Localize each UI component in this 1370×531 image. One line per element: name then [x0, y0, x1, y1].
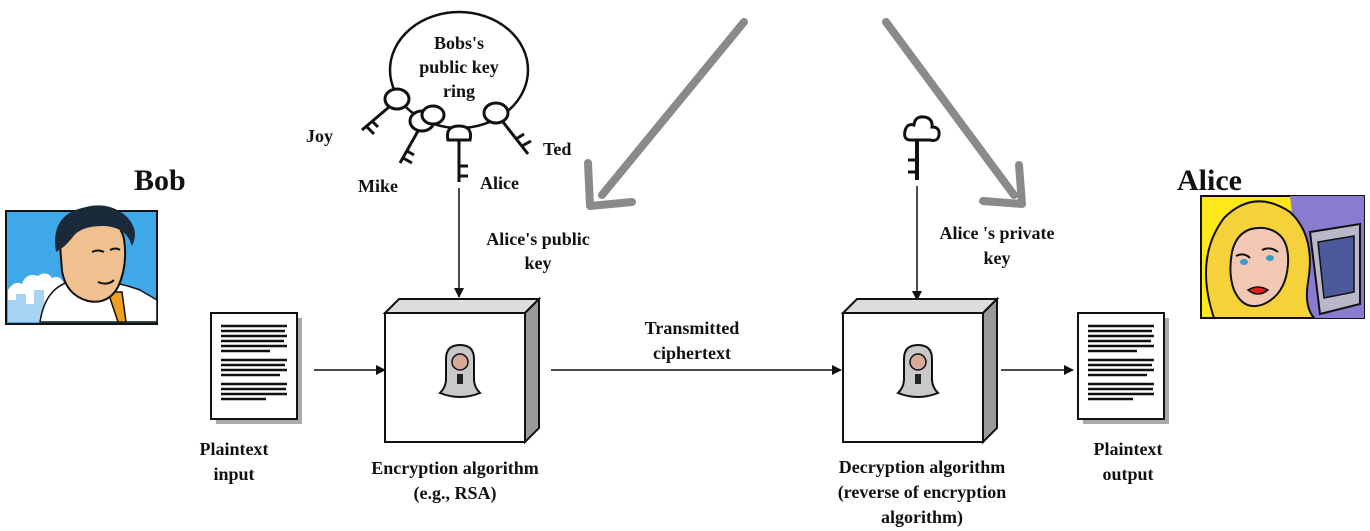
key-owner-mike: Mike — [358, 176, 398, 196]
bob-name-label: Bob — [134, 164, 186, 197]
key-ring-title-1: Bobs's — [434, 33, 484, 53]
decryption-lock-icon — [896, 343, 940, 399]
private-key-label-2: key — [984, 248, 1011, 268]
encryption-lock-icon — [438, 343, 482, 399]
encryption-label-1: Encryption algorithm — [371, 458, 539, 478]
key-ring-title-3: ring — [443, 81, 475, 101]
key-ring-title-2: public key — [419, 57, 499, 77]
plaintext-output-label-2: output — [1102, 464, 1153, 484]
decryption-label-1: Decryption algorithm — [839, 457, 1005, 477]
decryption-label-3: algorithm) — [881, 507, 963, 528]
key-ring-shackle — [420, 104, 446, 126]
key-alice-icon — [446, 124, 472, 182]
key-owner-joy: Joy — [306, 126, 333, 146]
plaintext-output-label-1: Plaintext — [1094, 439, 1163, 459]
encryption-box — [382, 296, 542, 445]
plaintext-input-label-2: input — [213, 464, 254, 484]
gray-arrow-left — [584, 18, 748, 210]
plaintext-output-document-icon — [1077, 312, 1169, 424]
gray-arrow-right — [882, 18, 1026, 208]
decryption-label-2: (reverse of encryption — [838, 482, 1007, 503]
key-owner-ted: Ted — [543, 139, 571, 159]
alice-avatar — [1200, 195, 1365, 319]
key-ring: Bobs's public key ring — [388, 10, 530, 130]
plaintext-input-label-1: Plaintext — [200, 439, 269, 459]
public-key-label-1: Alice's public — [486, 229, 590, 249]
key-owner-alice: Alice — [480, 173, 519, 193]
alice-name-label: Alice — [1177, 164, 1242, 197]
private-key-icon — [903, 115, 941, 180]
private-key-label-1: Alice 's private — [940, 223, 1055, 243]
transmitted-label-1: Transmitted — [645, 318, 740, 338]
plaintext-input-document-icon — [210, 312, 302, 424]
public-key-label-2: key — [525, 253, 552, 273]
key-ted-icon — [482, 101, 532, 155]
encryption-label-2: (e.g., RSA) — [414, 483, 497, 504]
transmitted-label-2: ciphertext — [653, 343, 731, 363]
key-joy-icon — [361, 87, 411, 136]
bob-avatar — [5, 205, 158, 325]
